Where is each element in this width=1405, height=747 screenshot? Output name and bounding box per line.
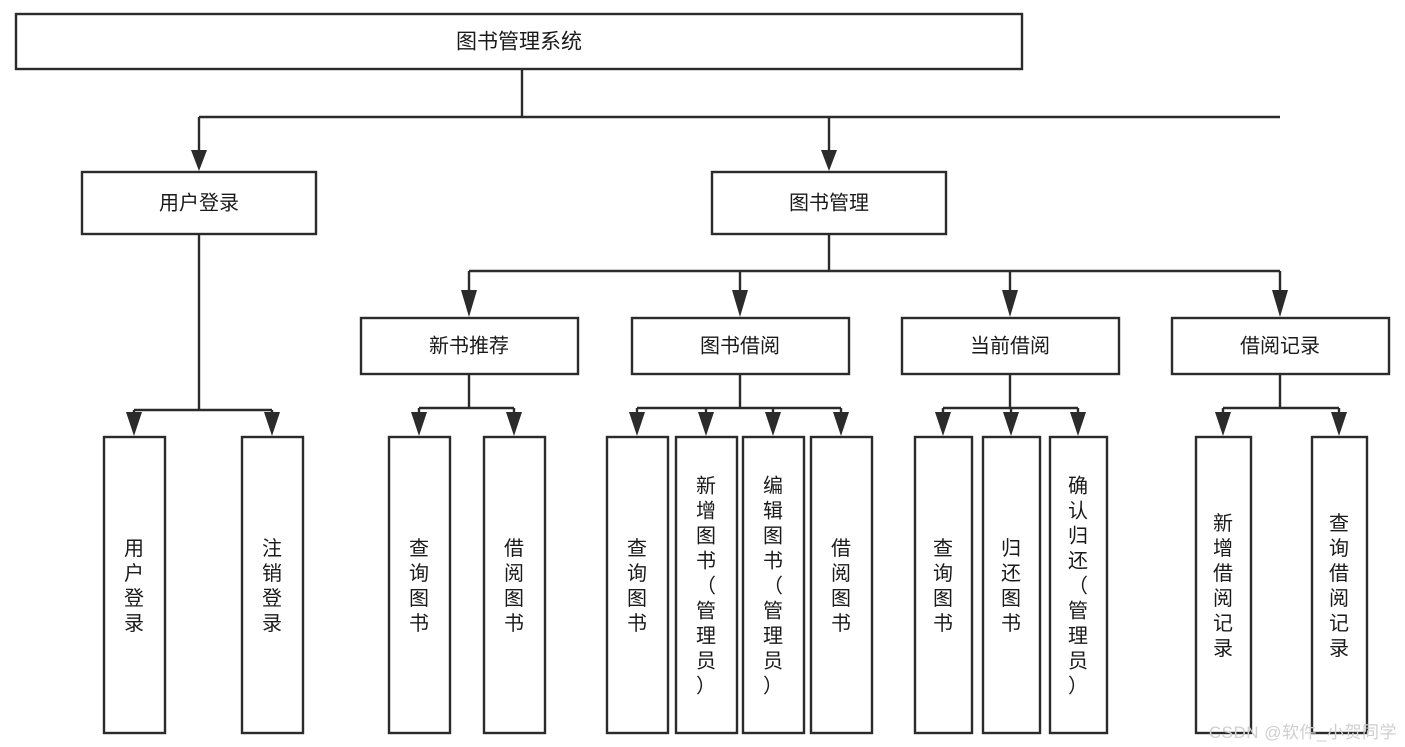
node-new-book-recommend-box[interactable] xyxy=(359,316,580,376)
arrowhead-icon xyxy=(506,412,522,436)
arrowhead-icon xyxy=(1215,412,1231,436)
arrowhead-icon xyxy=(1002,290,1018,317)
arrowhead-icon xyxy=(935,412,951,436)
leaf-node-label: 注销登录 xyxy=(262,537,282,635)
leaf-node-label: 借阅图书 xyxy=(504,537,524,635)
leaf-node-label: 新增图书（管理员） xyxy=(696,475,716,698)
arrowhead-icon xyxy=(629,412,645,436)
connector-currentborrow-bus xyxy=(941,374,1080,418)
node-current-borrow-box[interactable] xyxy=(900,316,1121,376)
node-book-management[interactable]: 图书管理 xyxy=(710,170,948,236)
leaf-node[interactable]: 确认归还（管理员） xyxy=(1048,435,1109,735)
leaf-node[interactable]: 查询借阅记录 xyxy=(1310,435,1369,735)
leaf-layer: 用户登录 注销登录 查询图书 借阅图书 查询图书 新增图书（管理员） xyxy=(102,435,1369,735)
leaf-node[interactable]: 注销登录 xyxy=(240,435,305,735)
arrowhead-icon xyxy=(1272,290,1288,317)
leaf-node-label: 用户登录 xyxy=(124,538,144,635)
csdn-watermark: CSDN @软件_小贺同学 xyxy=(1208,723,1397,742)
arrowhead-icon xyxy=(732,290,748,317)
leaf-node[interactable]: 归还图书 xyxy=(981,435,1042,735)
leaf-node[interactable]: 新增图书（管理员） xyxy=(674,435,739,735)
arrowhead-icon xyxy=(191,150,207,171)
leaf-node-box[interactable] xyxy=(1048,435,1109,735)
arrowhead-icon xyxy=(833,412,849,436)
node-book-borrow-box[interactable] xyxy=(630,316,851,376)
connector-userlogin-bus xyxy=(132,234,274,418)
arrowhead-layer xyxy=(126,150,1347,436)
leaf-node-label: 新增借阅记录 xyxy=(1213,512,1233,660)
leaf-node-box[interactable] xyxy=(741,435,806,735)
leaf-node-box[interactable] xyxy=(387,435,452,735)
arrowhead-icon xyxy=(411,412,427,436)
leaf-node-label: 确认归还（管理员） xyxy=(1068,475,1088,698)
node-new-book-recommend-label: 新书推荐 xyxy=(429,334,509,357)
leaf-node-label: 查询图书 xyxy=(627,537,647,635)
connector-newbooks-bus xyxy=(417,374,516,418)
leaf-node-label: 借阅图书 xyxy=(831,537,851,635)
node-root-label: 图书管理系统 xyxy=(456,31,582,54)
node-root-box[interactable] xyxy=(14,12,1024,71)
arrowhead-icon xyxy=(126,412,142,436)
node-book-borrow-label: 图书借阅 xyxy=(700,334,780,357)
leaf-node-label: 查询借阅记录 xyxy=(1329,512,1349,660)
leaf-node-box[interactable] xyxy=(482,435,547,735)
leaf-node-label: 编辑图书（管理员） xyxy=(763,475,783,698)
connector-borrowrecord-bus xyxy=(1221,374,1341,418)
leaf-node[interactable]: 借阅图书 xyxy=(809,435,874,735)
leaf-node[interactable]: 编辑图书（管理员） xyxy=(741,435,806,735)
leaf-node-box[interactable] xyxy=(981,435,1042,735)
node-borrow-record[interactable]: 借阅记录 xyxy=(1170,316,1391,376)
leaf-node[interactable]: 借阅图书 xyxy=(482,435,547,735)
leaf-node-box[interactable] xyxy=(1194,435,1253,735)
connector-layer xyxy=(132,69,1341,418)
leaf-node-box[interactable] xyxy=(809,435,874,735)
leaf-node-label: 查询图书 xyxy=(933,537,953,635)
node-book-management-label: 图书管理 xyxy=(789,191,869,214)
arrowhead-icon xyxy=(1331,412,1347,436)
node-book-borrow[interactable]: 图书借阅 xyxy=(630,316,851,376)
arrowhead-icon xyxy=(765,412,781,436)
node-borrow-record-box[interactable] xyxy=(1170,316,1391,376)
node-book-management-box[interactable] xyxy=(710,170,948,236)
leaf-node[interactable]: 新增借阅记录 xyxy=(1194,435,1253,735)
leaf-node-label: 归还图书 xyxy=(1001,537,1021,635)
leaf-node-box[interactable] xyxy=(240,435,305,735)
arrowhead-icon xyxy=(821,150,837,171)
leaf-node[interactable]: 查询图书 xyxy=(387,435,452,735)
leaf-node-box[interactable] xyxy=(674,435,739,735)
leaf-node-box[interactable] xyxy=(605,435,670,735)
leaf-node-box[interactable] xyxy=(1310,435,1369,735)
node-user-login-box[interactable] xyxy=(80,170,318,236)
leaf-node-box[interactable] xyxy=(913,435,974,735)
arrowhead-icon xyxy=(461,290,477,317)
node-user-login[interactable]: 用户登录 xyxy=(80,170,318,236)
node-current-borrow-label: 当前借阅 xyxy=(970,334,1050,357)
connector-borrowbooks-bus xyxy=(635,374,843,418)
node-current-borrow[interactable]: 当前借阅 xyxy=(900,316,1121,376)
arrowhead-icon xyxy=(1070,412,1086,436)
connector-root-trunk xyxy=(197,69,1280,152)
node-root[interactable]: 图书管理系统 xyxy=(14,12,1024,71)
node-borrow-record-label: 借阅记录 xyxy=(1240,334,1320,357)
leaf-node[interactable]: 查询图书 xyxy=(913,435,974,735)
leaf-node[interactable]: 用户登录 xyxy=(102,435,167,735)
node-new-book-recommend[interactable]: 新书推荐 xyxy=(359,316,580,376)
connector-books-bus xyxy=(467,234,1282,298)
arrowhead-icon xyxy=(698,412,714,436)
leaf-node-box[interactable] xyxy=(102,435,167,735)
arrowhead-icon xyxy=(264,412,280,436)
arrowhead-icon xyxy=(1003,412,1019,436)
leaf-node[interactable]: 查询图书 xyxy=(605,435,670,735)
leaf-node-label: 查询图书 xyxy=(409,537,429,635)
node-user-login-label: 用户登录 xyxy=(159,191,239,214)
